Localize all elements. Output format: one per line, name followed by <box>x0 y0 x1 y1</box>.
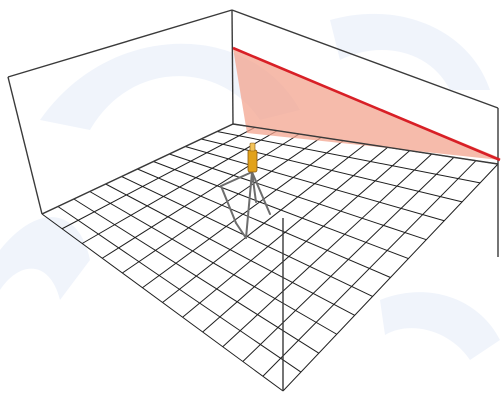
back-right-floor-edge <box>232 123 499 165</box>
watermark-shape-a <box>40 43 300 130</box>
tripod-leg-right <box>251 171 271 215</box>
watermark-shape-d <box>380 292 500 360</box>
laser-level-body <box>247 149 258 173</box>
grid-line-row <box>216 131 481 184</box>
left-vertical-edge <box>7 76 43 215</box>
grid-line-row <box>57 206 302 373</box>
grid-line-row <box>105 183 355 316</box>
grid-line-row <box>73 198 320 354</box>
grid-line-row <box>137 168 391 278</box>
grid-line-row <box>41 213 284 392</box>
grid-line-row <box>153 161 409 260</box>
grid-line-row <box>169 153 427 241</box>
tripod-leg-front <box>245 171 253 239</box>
back-top-edge-left <box>7 9 233 78</box>
grid-line-row <box>201 138 463 203</box>
laser-level-head <box>249 142 256 152</box>
laser-line <box>232 46 501 162</box>
back-vertical-edge <box>231 9 234 125</box>
watermark-shape-b <box>0 217 90 300</box>
grid-line-row <box>185 146 445 222</box>
room-box <box>7 9 499 391</box>
back-top-edge-right <box>231 9 499 109</box>
back-left-floor-edge <box>41 123 234 215</box>
tripod-leg-left-lower <box>220 185 237 224</box>
grid-line-row <box>89 191 338 335</box>
tripod-leg-left <box>220 171 253 187</box>
tripod-brace <box>235 222 247 239</box>
floor-grid <box>41 123 499 392</box>
laser-level-tripod <box>220 142 271 239</box>
tripod-center-column <box>251 171 257 203</box>
watermark-shape-c <box>330 13 490 90</box>
tripod-legs <box>220 171 271 239</box>
